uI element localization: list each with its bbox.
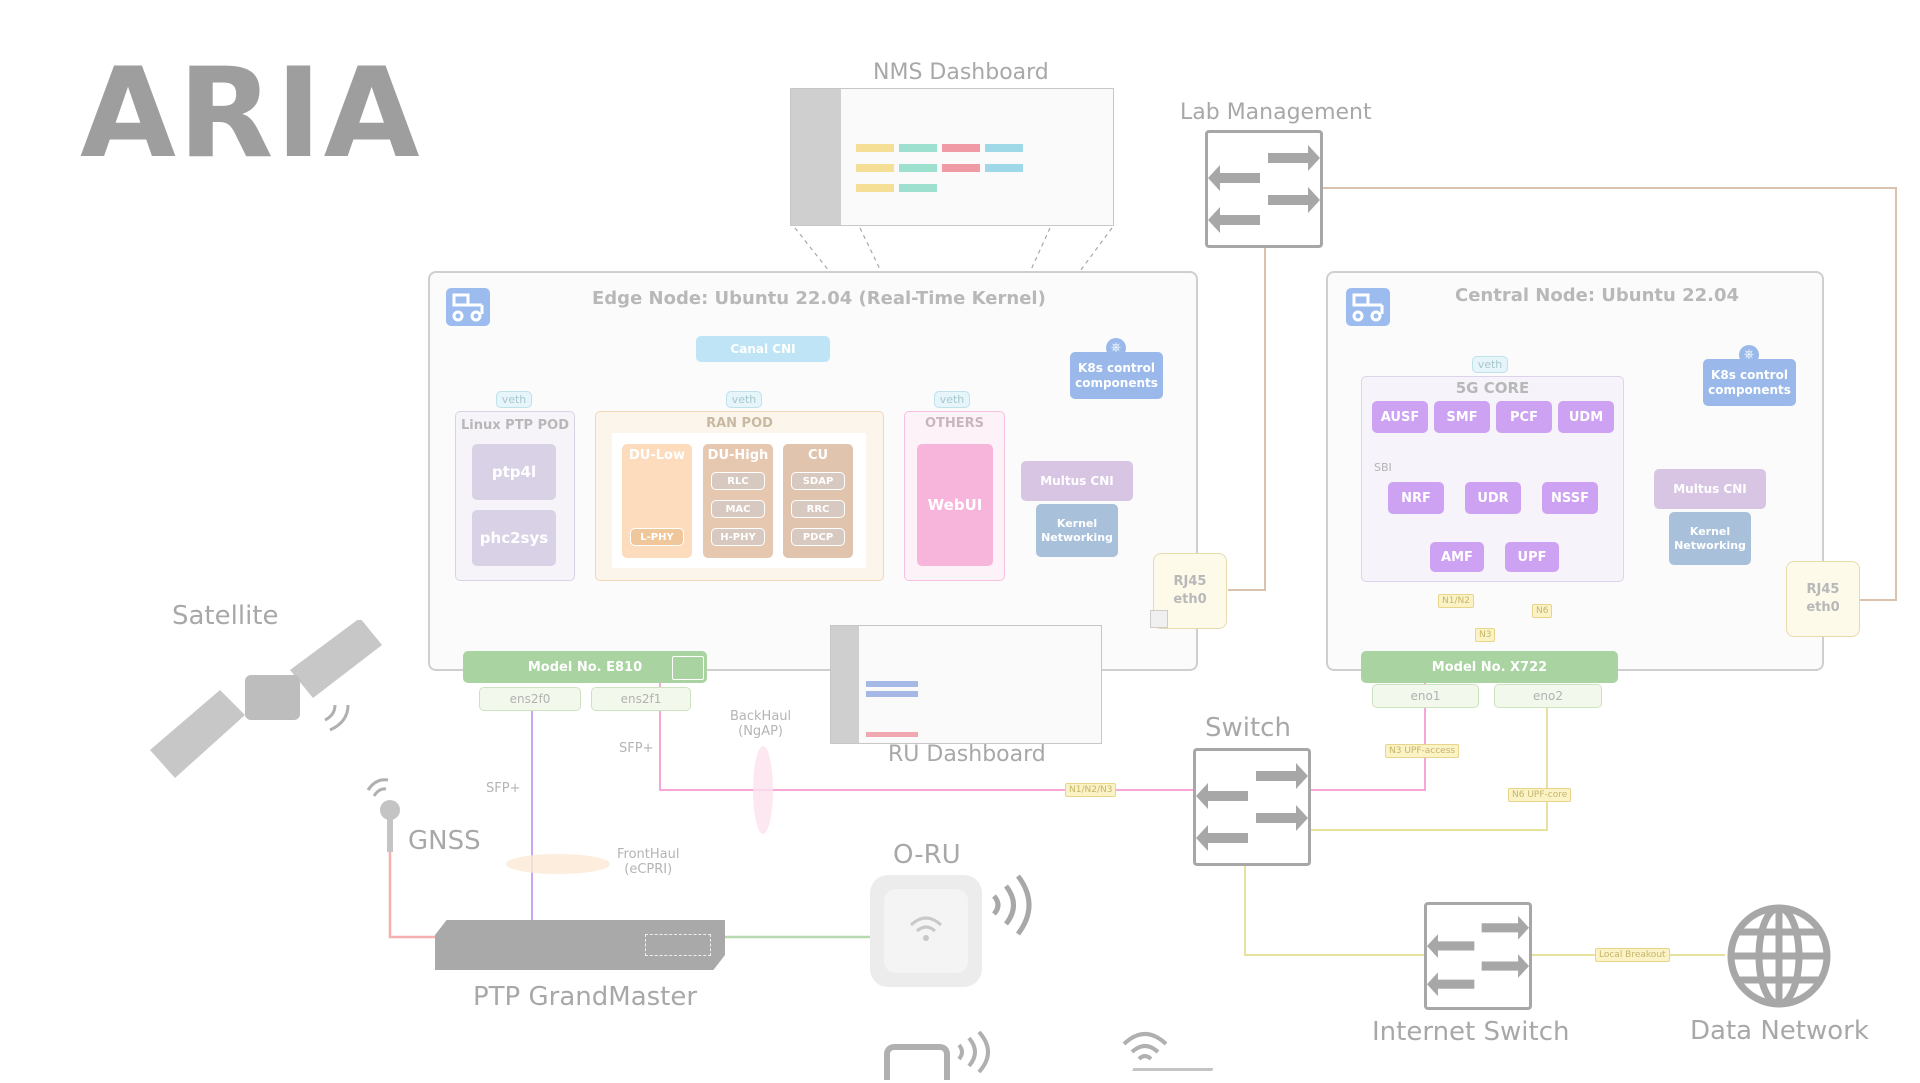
gnss-label: GNSS — [408, 826, 481, 856]
l-phy: L-PHY — [630, 528, 684, 546]
central-node-title: Central Node: Ubuntu 22.04 — [1455, 285, 1740, 306]
tag-local-breakout: Local Breakout — [1595, 948, 1670, 962]
nms-dashboard-label: NMS Dashboard — [873, 60, 1049, 85]
phc2sys: phc2sys — [472, 510, 556, 566]
o-ru-label: O-RU — [893, 840, 961, 870]
ethernet-port-icon — [1150, 610, 1168, 628]
edge-nic-model: Model No. E810 — [527, 659, 643, 675]
gnss-link — [388, 838, 440, 939]
edge-k8s-control-components: K8s control components — [1070, 352, 1163, 399]
central-kernel-networking: Kernel Networking — [1669, 512, 1751, 565]
fronthaul-label: FrontHaul (eCPRI) — [617, 847, 680, 877]
webui[interactable]: WebUI — [917, 444, 993, 566]
central-rj45-eth0[interactable]: RJ45 eth0 — [1786, 561, 1860, 637]
du-low-title: DU-Low — [629, 448, 685, 463]
udr: UDR — [1465, 482, 1521, 514]
sdap: SDAP — [791, 472, 845, 490]
helm-icon-central: ⎈ — [1739, 345, 1759, 365]
central-nic-model: Model No. X722 — [1431, 659, 1548, 675]
veth-ptp: veth — [496, 391, 532, 408]
veth-ran: veth — [726, 391, 762, 408]
pcf: PCF — [1496, 401, 1552, 433]
rlc: RLC — [711, 472, 765, 490]
nrf: NRF — [1388, 482, 1444, 514]
tag-n1n2n3: N1/N2/N3 — [1065, 783, 1117, 797]
satellite-label: Satellite — [172, 601, 279, 631]
nssf: NSSF — [1542, 482, 1598, 514]
backhaul-ellipse — [753, 746, 773, 834]
upf: UPF — [1505, 542, 1559, 572]
nic-card-icon — [672, 656, 704, 680]
wifi-icon — [1122, 1032, 1168, 1061]
central-port-eno1[interactable]: eno1 — [1372, 684, 1479, 708]
sfp-plus-label-b: SFP+ — [619, 741, 654, 756]
tag-n6: N6 — [1532, 604, 1553, 618]
edge-nic-e810: Model No. E810 — [463, 651, 707, 683]
ptp-grandmaster-device-icon — [435, 920, 725, 970]
tag-n6-upf-core: N6 UPF-core — [1508, 788, 1572, 802]
app-title: ARIA — [80, 42, 422, 186]
satellite-icon — [150, 620, 382, 778]
du-high-title: DU-High — [707, 448, 769, 463]
ptp-grandmaster-label: PTP GrandMaster — [473, 982, 698, 1012]
kubernetes-node-icon-central — [1346, 288, 1390, 326]
5g-core-title: 5G CORE — [1455, 379, 1530, 397]
ptp4l: ptp4l — [472, 444, 556, 500]
ru-dashboard-screenshot[interactable] — [830, 625, 1102, 744]
edge-multus-cni: Multus CNI — [1021, 461, 1133, 501]
h-phy: H-PHY — [711, 528, 765, 546]
tag-n3-upf-access: N3 UPF-access — [1385, 744, 1460, 758]
lab-management-switch[interactable] — [1205, 130, 1323, 248]
internet-switch-label: Internet Switch — [1372, 1017, 1570, 1047]
internet-switch[interactable] — [1424, 902, 1532, 1010]
switch-arrows-icon — [1427, 915, 1529, 997]
others-title: OTHERS — [924, 416, 985, 431]
ausf: AUSF — [1372, 401, 1428, 433]
central-k8s-control-components: K8s control components — [1703, 359, 1796, 406]
o-ru-signal-icon — [992, 874, 1032, 936]
switch-arrows-icon — [1196, 763, 1308, 851]
globe-icon — [1727, 904, 1831, 1008]
backhaul-label: BackHaul (NgAP) — [730, 709, 792, 739]
kubernetes-node-icon — [446, 288, 490, 326]
veth-core: veth — [1472, 356, 1508, 373]
linux-ptp-pod-title: Linux PTP POD — [461, 418, 569, 433]
core-switch[interactable] — [1193, 748, 1311, 866]
ru-dashboard-label: RU Dashboard — [888, 742, 1046, 767]
veth-others: veth — [934, 391, 970, 408]
sfp-plus-label-a: SFP+ — [486, 781, 521, 796]
o-ru-device-icon — [870, 875, 982, 987]
central-multus-cni: Multus CNI — [1654, 469, 1766, 509]
lab-management-label: Lab Management — [1180, 100, 1372, 125]
gnss-antenna-icon — [366, 778, 400, 852]
user-device-signal-icon — [957, 1030, 990, 1074]
edge-port-ens2f1[interactable]: ens2f1 — [591, 687, 691, 711]
udm: UDM — [1558, 401, 1614, 433]
switch-arrows-icon — [1208, 145, 1320, 233]
router-icon — [1126, 1068, 1214, 1083]
central-port-eno2[interactable]: eno2 — [1494, 684, 1602, 708]
switch-label: Switch — [1205, 713, 1291, 743]
pdcp: PDCP — [791, 528, 845, 546]
edge-node-title: Edge Node: Ubuntu 22.04 (Real-Time Kerne… — [592, 288, 1046, 309]
nms-dashboard-screenshot[interactable] — [790, 88, 1114, 226]
edge-kernel-networking: Kernel Networking — [1036, 504, 1118, 557]
tag-n3: N3 — [1475, 628, 1496, 642]
cu-title: CU — [807, 448, 829, 463]
helm-icon: ⎈ — [1106, 338, 1126, 358]
data-network-label: Data Network — [1690, 1016, 1869, 1046]
central-nic-x722: Model No. X722 — [1361, 651, 1618, 683]
fronthaul-ellipse — [506, 854, 610, 874]
user-device-icon — [884, 1044, 950, 1080]
rrc: RRC — [791, 500, 845, 518]
edge-port-ens2f0[interactable]: ens2f0 — [479, 687, 581, 711]
canal-cni: Canal CNI — [696, 336, 830, 362]
smf: SMF — [1434, 401, 1490, 433]
sbi-label: SBI — [1374, 461, 1392, 474]
mac: MAC — [711, 500, 765, 518]
amf: AMF — [1430, 542, 1484, 572]
ran-pod-title: RAN POD — [706, 416, 773, 431]
tag-n1n2: N1/N2 — [1438, 594, 1474, 608]
